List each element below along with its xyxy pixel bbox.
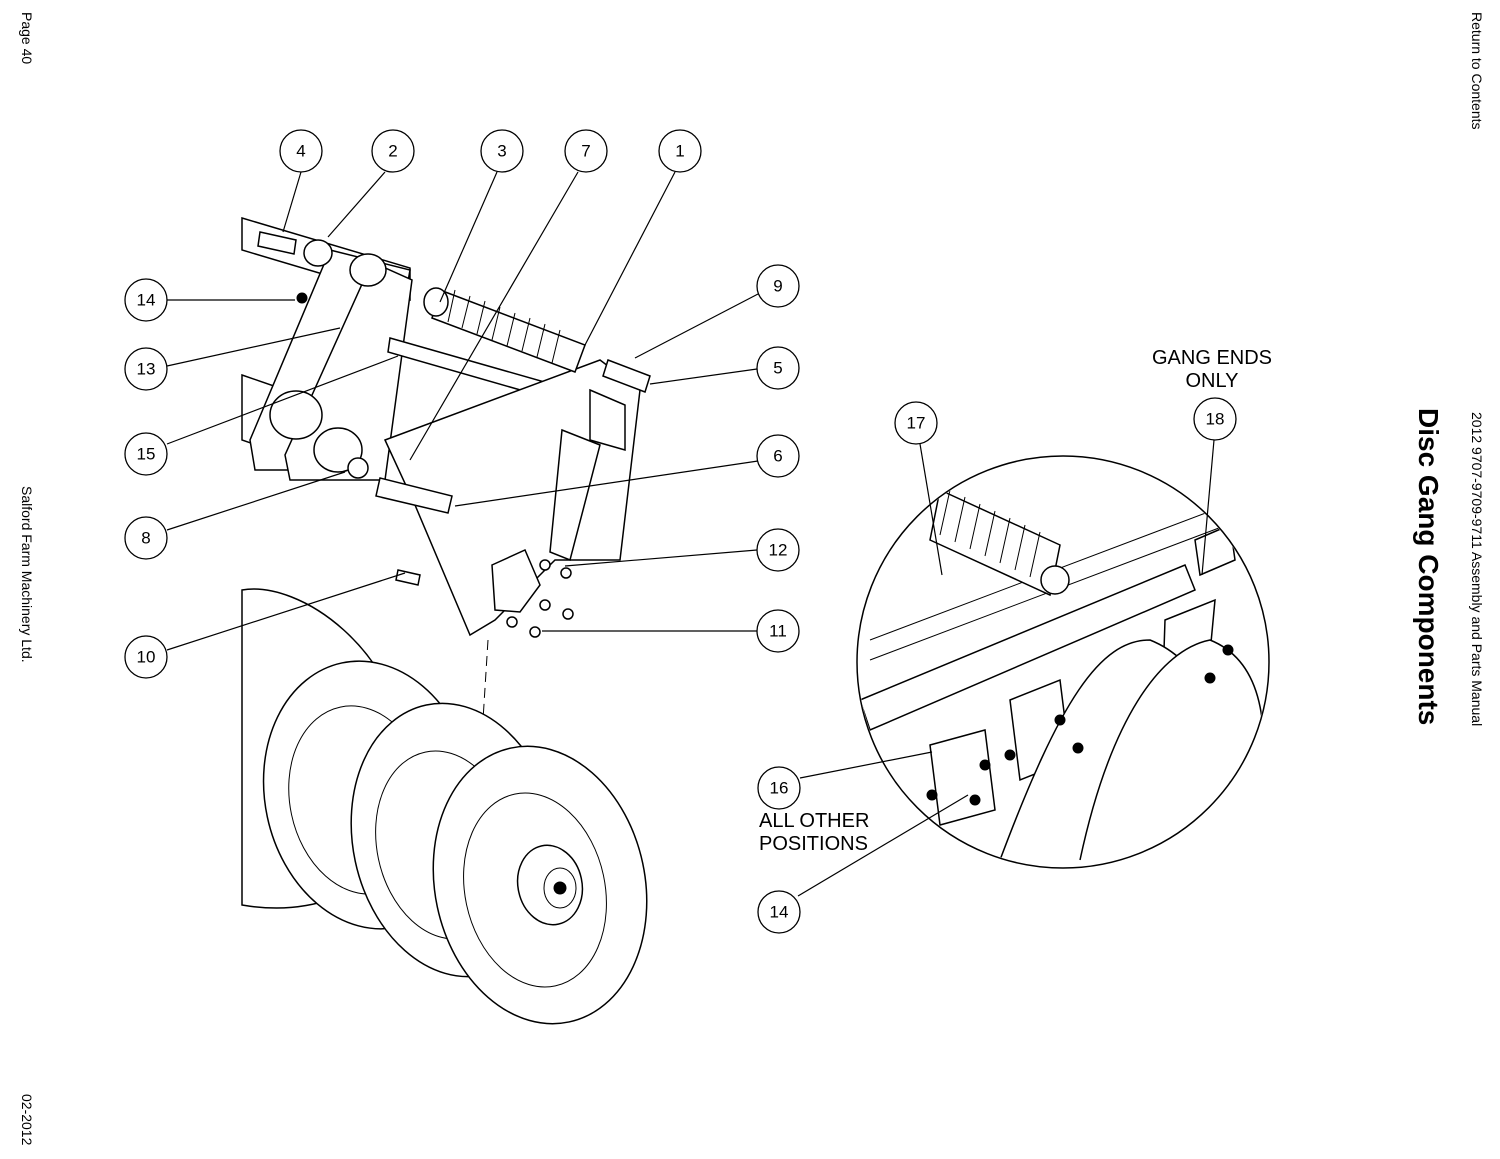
svg-text:3: 3 (497, 142, 506, 161)
svg-text:8: 8 (141, 529, 150, 548)
callout-1: 1 (658, 129, 702, 173)
note-all-other: ALL OTHER (759, 810, 869, 832)
svg-text:1: 1 (675, 142, 684, 161)
svg-text:13: 13 (137, 360, 156, 379)
callout-7: 7 (564, 129, 608, 173)
nut-12a (539, 559, 551, 571)
callout-18: 18 (1193, 397, 1237, 441)
washer-8 (347, 457, 369, 479)
callout-13: 13 (124, 347, 168, 391)
callout-2: 2 (371, 129, 415, 173)
washer-2 (303, 239, 333, 267)
svg-text:5: 5 (773, 359, 782, 378)
bolt-10 (395, 569, 421, 586)
callout-17: 17 (894, 401, 938, 445)
pivot-bushing-top (349, 253, 387, 287)
svg-text:7: 7 (581, 142, 590, 161)
callout-16: 16 (757, 766, 801, 810)
callout-12: 12 (756, 528, 800, 572)
nut-11c (506, 616, 518, 628)
svg-text:15: 15 (137, 445, 156, 464)
callout-8: 8 (124, 516, 168, 560)
disc-blades (241, 588, 648, 1025)
note-gang-ends: GANG ENDS (1152, 347, 1272, 369)
nut-14 (296, 292, 308, 304)
square-tube-top (589, 388, 626, 451)
svg-text:14: 14 (137, 291, 156, 310)
svg-text:14: 14 (770, 903, 789, 922)
leader-lines (166, 171, 1215, 897)
callout-14-right: 14 (757, 890, 801, 934)
pivot-bushing-lower-left (269, 390, 323, 440)
svg-text:17: 17 (907, 414, 926, 433)
svg-text:4: 4 (296, 142, 305, 161)
svg-text:2: 2 (388, 142, 397, 161)
callout-11: 11 (756, 609, 800, 653)
bearing-flange (491, 549, 541, 613)
callout-3: 3 (480, 129, 524, 173)
callout-14-left: 14 (124, 278, 168, 322)
note-positions: POSITIONS (759, 833, 868, 855)
nut-12b (560, 567, 572, 579)
svg-text:12: 12 (769, 541, 788, 560)
svg-text:10: 10 (137, 648, 156, 667)
pin-6 (375, 477, 453, 514)
detail-beam (859, 564, 1196, 732)
svg-text:9: 9 (773, 277, 782, 296)
nut-11d (529, 626, 541, 638)
callout-4: 4 (279, 129, 323, 173)
disc-gang-assembly-drawing (241, 216, 651, 1025)
callout-5: 5 (756, 346, 800, 390)
callout-15: 15 (124, 432, 168, 476)
callout-9: 9 (756, 264, 800, 308)
svg-text:6: 6 (773, 447, 782, 466)
square-tube (549, 428, 601, 562)
pin-5 (602, 359, 651, 393)
callout-6: 6 (756, 434, 800, 478)
svg-text:18: 18 (1206, 410, 1225, 429)
nut-11b (562, 608, 574, 620)
detail-clamp-plate (929, 729, 996, 826)
svg-text:16: 16 (770, 779, 789, 798)
note-only: ONLY (1186, 370, 1239, 392)
nut-11a (539, 599, 551, 611)
callout-10: 10 (124, 635, 168, 679)
detail-view (856, 455, 1270, 869)
svg-text:11: 11 (769, 622, 787, 641)
spring (423, 287, 586, 373)
bolt-4 (257, 231, 297, 255)
